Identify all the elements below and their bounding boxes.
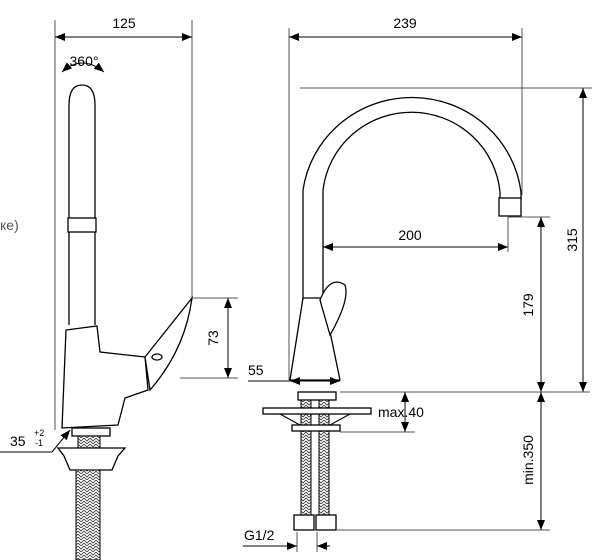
lever-handle xyxy=(319,281,347,337)
front-view: 239 315 200 179 55 max.40 min.3 xyxy=(243,15,592,552)
outlet-height-label: 179 xyxy=(520,293,536,317)
lever-handle xyxy=(144,295,193,392)
base-diameter-label: 55 xyxy=(248,362,264,378)
rotation-label: 360° xyxy=(70,53,99,69)
rotation-arrow-icon xyxy=(61,62,105,73)
fixing-washer xyxy=(291,424,341,432)
gooseneck-spout xyxy=(302,96,522,300)
total-height-label: 315 xyxy=(564,228,580,252)
leader-arrow xyxy=(51,429,71,453)
side-width-label: 125 xyxy=(112,15,136,31)
deck-plate xyxy=(262,407,372,415)
hose-right xyxy=(318,399,330,516)
faucet-body xyxy=(61,325,149,429)
faucet-body xyxy=(289,297,341,381)
aerator xyxy=(498,197,522,217)
hose-nut-right xyxy=(315,514,337,531)
mounting-nut xyxy=(56,447,127,471)
tolerance-plus: +2 xyxy=(34,428,44,438)
handle-height-label: 73 xyxy=(205,330,221,346)
side-view: 125 360° 73 35 +2 -1 xyxy=(0,15,238,560)
bracket xyxy=(279,413,351,426)
hose-left xyxy=(300,399,312,516)
hole-diameter-label: 35 xyxy=(10,433,26,449)
hose xyxy=(77,435,101,449)
reach-label: 200 xyxy=(398,227,422,243)
spout xyxy=(68,84,96,325)
hose-nut-left xyxy=(293,514,315,531)
tolerance-minus: -1 xyxy=(35,438,43,448)
front-width-label: 239 xyxy=(393,15,417,31)
partial-caption: ке) xyxy=(0,217,19,233)
mount-collar xyxy=(297,391,337,401)
hose-length-label: min.350 xyxy=(520,435,536,485)
spout-ring xyxy=(67,217,97,233)
handle-pin xyxy=(151,353,163,361)
mount-collar xyxy=(71,427,111,437)
hose xyxy=(75,469,101,560)
deck-thickness-label: max.40 xyxy=(378,404,424,420)
connection-label: G1/2 xyxy=(244,527,275,543)
